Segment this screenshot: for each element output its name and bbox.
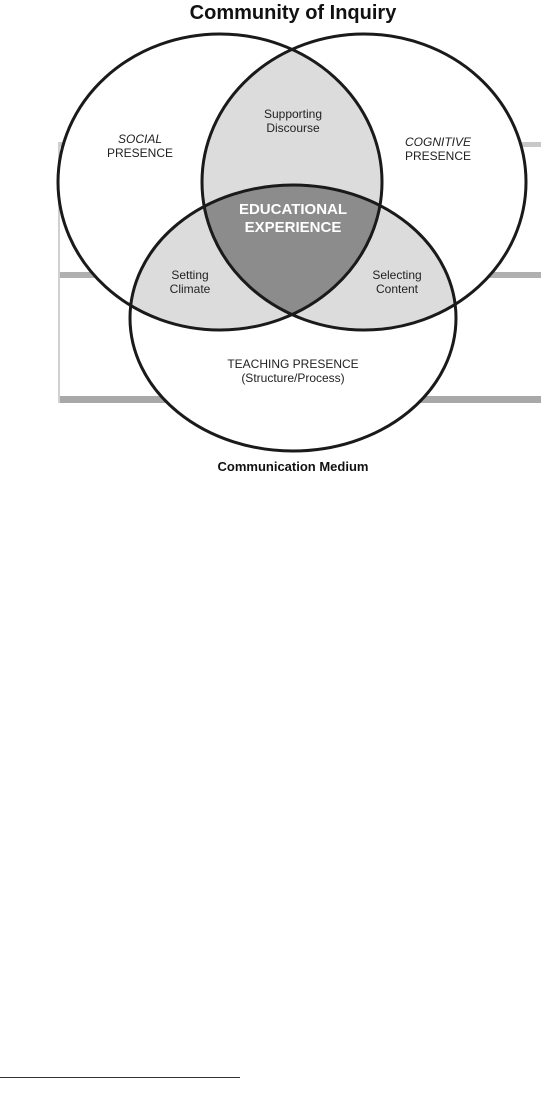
educational-experience-label-line2: EXPERIENCE: [245, 219, 342, 236]
selecting-content-label-line1: Selecting: [372, 268, 421, 282]
social-presence-label-line1: SOCIAL: [118, 132, 162, 146]
setting-climate-label-line2: Climate: [170, 282, 211, 296]
social-presence-label-line2: PRESENCE: [107, 146, 173, 160]
cognitive-presence-label-line1: COGNITIVE: [405, 135, 472, 149]
community-of-inquiry-diagram: Community of Inquiry SOCIAL PRESENCE COG…: [0, 0, 541, 490]
supporting-discourse-label-line2: Discourse: [266, 121, 320, 135]
teaching-presence-label-line1: TEACHING PRESENCE: [227, 357, 358, 371]
diagram-title: Community of Inquiry: [190, 2, 398, 24]
communication-medium-label: Communication Medium: [218, 459, 369, 474]
selecting-content-label-line2: Content: [376, 282, 419, 296]
educational-experience-label-line1: EDUCATIONAL: [239, 201, 347, 218]
supporting-discourse-label-line1: Supporting: [264, 107, 322, 121]
setting-climate-label-line1: Setting: [171, 268, 208, 282]
footnote-separator: [0, 1077, 240, 1078]
teaching-presence-label-line2: (Structure/Process): [241, 371, 344, 385]
cognitive-presence-label-line2: PRESENCE: [405, 149, 471, 163]
